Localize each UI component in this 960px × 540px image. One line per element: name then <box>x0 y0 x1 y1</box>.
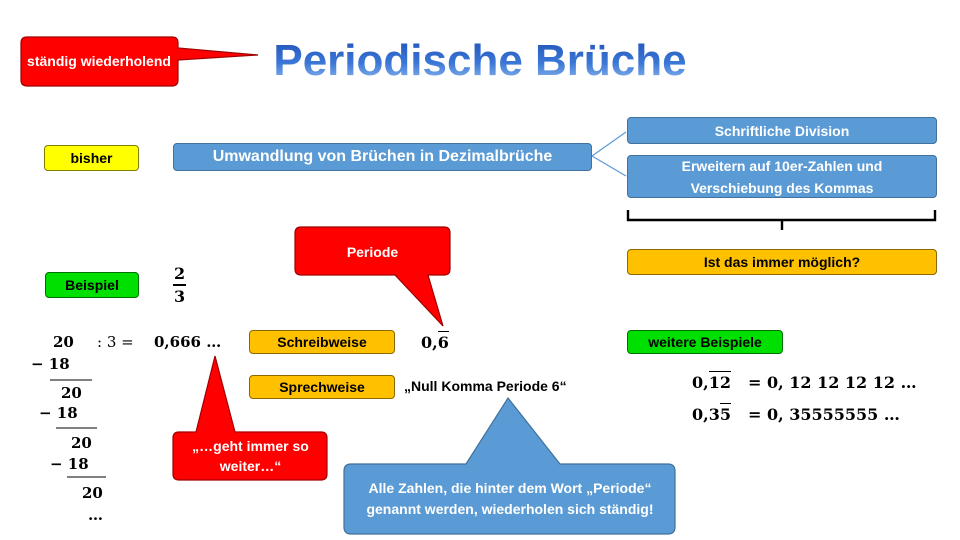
callout-explanation-shape <box>343 396 676 535</box>
callout-geht: „…geht immer so weiter…“ <box>192 438 309 474</box>
connector-2 <box>591 155 627 177</box>
division-result: 0,666 … <box>154 333 222 351</box>
callout-periode-shape <box>294 226 451 327</box>
sprechweise-label: Sprechweise <box>249 375 395 399</box>
umwandlung-box: Umwandlung von Brüchen in Dezimalbrüche <box>173 143 592 171</box>
fraction-numerator: 2 <box>174 264 186 283</box>
division-ellipsis: … <box>88 506 103 524</box>
spoken-text: „Null Komma Periode 6“ <box>404 378 567 394</box>
example-1-expanded: = 0, 12 12 12 12 … <box>748 373 917 392</box>
division-remainder-2: 20 <box>71 434 92 452</box>
fraction-bar <box>173 284 186 286</box>
bisher-label: bisher <box>44 145 139 171</box>
schreibweise-label: Schreibweise <box>249 330 395 354</box>
example-2-expanded: = 0, 35555555 … <box>748 405 900 424</box>
frage-box: Ist das immer möglich? <box>627 249 937 275</box>
callout-title: ständig wiederholend <box>27 53 171 69</box>
bracket <box>626 210 937 230</box>
callout-explanation: Alle Zahlen, die hinter dem Wort „Period… <box>366 480 654 517</box>
division-subtract-1: − 18 <box>31 355 70 373</box>
period-notation: 0,6 <box>421 331 449 352</box>
method-erweitern: Erweitern auf 10er-Zahlen und Verschiebu… <box>627 155 937 198</box>
example-1-period: 12 <box>708 371 731 392</box>
callout-geht-shape <box>172 355 328 481</box>
callout-title-shape <box>20 36 259 87</box>
connector-1 <box>591 131 627 157</box>
division-remainder-3: 20 <box>82 484 103 502</box>
example-2-notation: 0,35 <box>692 403 731 424</box>
example-1-notation: 0,12 <box>692 371 731 392</box>
example-2-int: 0, <box>692 405 709 424</box>
division-dividend: 20 <box>53 333 74 351</box>
division-subtract-2: − 18 <box>39 404 78 422</box>
fraction-denominator: 3 <box>174 287 186 306</box>
division-subtract-3: − 18 <box>50 455 89 473</box>
division-remainder-1: 20 <box>61 384 82 402</box>
period-notation-period: 6 <box>437 331 449 352</box>
method-division: Schriftliche Division <box>627 117 937 144</box>
period-notation-int: 0, <box>421 333 438 352</box>
division-divisor: : 3 = <box>97 333 134 351</box>
weitere-label: weitere Beispiele <box>627 330 783 354</box>
example-1-int: 0, <box>692 373 709 392</box>
example-2-period: 5 <box>719 403 731 424</box>
callout-periode: Periode <box>346 244 399 260</box>
example-2-pre: 3 <box>708 405 720 424</box>
beispiel-label: Beispiel <box>45 272 139 298</box>
